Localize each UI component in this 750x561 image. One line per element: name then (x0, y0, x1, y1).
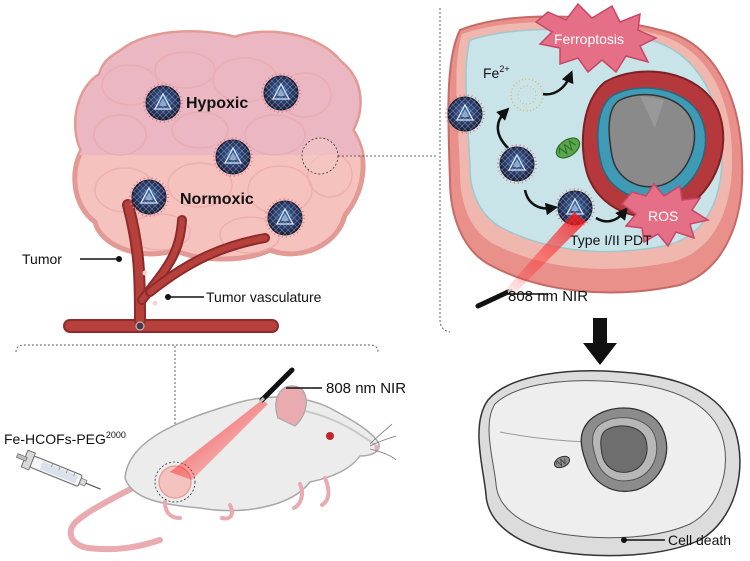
agent-label: Fe-HCOFs-PEG2000 (4, 430, 126, 447)
tumor-panel: Hypoxic Normoxic Tumor Tumor vasculature (22, 30, 437, 333)
dead-mitochondrion (553, 455, 571, 469)
mouse-whiskers (369, 423, 397, 461)
vessel-dot (152, 300, 158, 306)
hypoxic-label: Hypoxic (186, 95, 248, 112)
mouse-foot (220, 503, 234, 521)
cell-death-label: Cell death (668, 532, 731, 548)
mouse-nose (374, 445, 380, 451)
mouse-foot (163, 500, 182, 520)
mouse-foot (320, 476, 331, 507)
mitochondrion (555, 137, 581, 159)
laser-fiber-cell (475, 288, 513, 309)
dead-cell-panel: Cell death (478, 370, 741, 557)
cell-panel: Fe2+ Ferroptosis ROS Type I/II PDT 808 n… (445, 2, 744, 309)
mouse-foot (292, 482, 305, 510)
vasculature-leader-dot (165, 294, 171, 300)
laser-beam-mouse (170, 400, 268, 480)
nucleus (581, 70, 725, 218)
laser-fiber-mouse (258, 367, 295, 404)
fe-ion-label: Fe2+ (483, 64, 510, 81)
ferroptosis-label: Ferroptosis (554, 31, 624, 47)
mouse-nir-label: 808 nm NIR (326, 380, 406, 397)
ferroptosis-burst (534, 2, 658, 74)
laser-beam-cell (505, 212, 586, 296)
down-arrow (583, 318, 617, 365)
ros-label: ROS (648, 208, 678, 224)
mouse-panel: 808 nm NIR Fe-HCOFs-PEG2000 (4, 367, 406, 553)
normoxic-label: Normoxic (180, 191, 254, 208)
mouse-tumor-zoom (154, 461, 196, 503)
arrow-ros (595, 207, 628, 223)
fe-ion-cluster-inner (517, 85, 537, 105)
zoom-circle (301, 137, 339, 175)
hypoxic-region (74, 32, 364, 155)
vessel-nanoparticle (135, 321, 145, 331)
arrow-release (496, 107, 510, 149)
arrow-uptake (523, 189, 559, 216)
vasculature-label: Tumor vasculature (206, 289, 322, 305)
panel-divider-vertical (439, 8, 451, 333)
cell-nir-label: 808 nm NIR (508, 288, 588, 305)
mouse-tail (67, 481, 163, 553)
mouse-eye (326, 432, 334, 440)
dead-nucleus-core (600, 425, 648, 473)
vessel-dot (142, 270, 148, 276)
ros-burst (620, 182, 710, 248)
tumor-vasculature (63, 199, 279, 333)
pdt-label: Type I/II PDT (570, 232, 652, 248)
syringe-icon (15, 449, 101, 490)
panel-divider-horizontal (15, 344, 379, 353)
arrow-ferroptosis (542, 70, 574, 96)
tumor-leader-dot (116, 256, 122, 262)
tumor-label: Tumor (22, 251, 62, 267)
